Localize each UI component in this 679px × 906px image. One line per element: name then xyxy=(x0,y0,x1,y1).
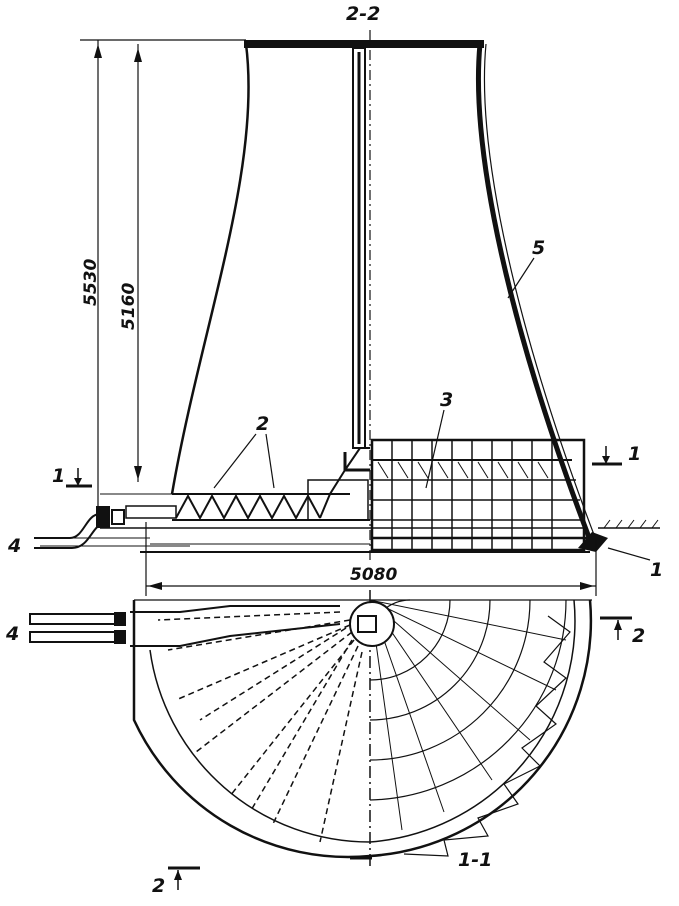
foundation-ring xyxy=(578,532,608,552)
section-label-1-1: 1-1 xyxy=(458,849,492,871)
dimension-shell-height: 5160 xyxy=(119,283,139,330)
sprinkler-zone-left xyxy=(172,447,370,521)
section-cut-2-marks xyxy=(168,616,632,890)
spray-distribution-lines xyxy=(157,611,363,843)
dimension-lines xyxy=(80,39,597,596)
central-riser-ladder xyxy=(352,47,366,449)
callout-4-supply: 4 xyxy=(7,535,21,557)
leader-lines xyxy=(213,257,651,561)
tower-shell-right xyxy=(476,43,593,541)
cut-label-1-right: 1 xyxy=(628,443,641,465)
dimension-total-height: 5530 xyxy=(81,259,101,306)
plan-view xyxy=(29,590,632,890)
callout-1-foundation: 1 xyxy=(650,559,663,581)
elevation-view xyxy=(34,30,660,596)
tower-top-rim xyxy=(244,40,484,48)
cut-label-2-right: 2 xyxy=(632,625,645,647)
cut-label-2-bottom: 2 xyxy=(152,875,165,897)
dimension-base-diameter: 5080 xyxy=(350,565,397,585)
callout-3-packing: 3 xyxy=(440,389,453,411)
plan-truss-ring xyxy=(403,615,571,857)
water-supply-pipe xyxy=(34,493,177,549)
distribution-trough xyxy=(130,601,395,647)
packing-block xyxy=(370,438,588,552)
section-label-2-2: 2-2 xyxy=(346,3,380,25)
supply-pipes-plan xyxy=(29,612,126,644)
cut-label-1-left: 1 xyxy=(52,465,65,487)
basin xyxy=(40,519,660,553)
plan-outer-ring xyxy=(132,600,371,859)
section-cut-1-marks xyxy=(66,446,622,488)
callout-5-shell: 5 xyxy=(532,237,545,259)
callout-4-supply-plan: 4 xyxy=(5,623,19,645)
callout-2-sprinkler: 2 xyxy=(256,413,269,435)
tower-shell-left xyxy=(170,43,250,495)
